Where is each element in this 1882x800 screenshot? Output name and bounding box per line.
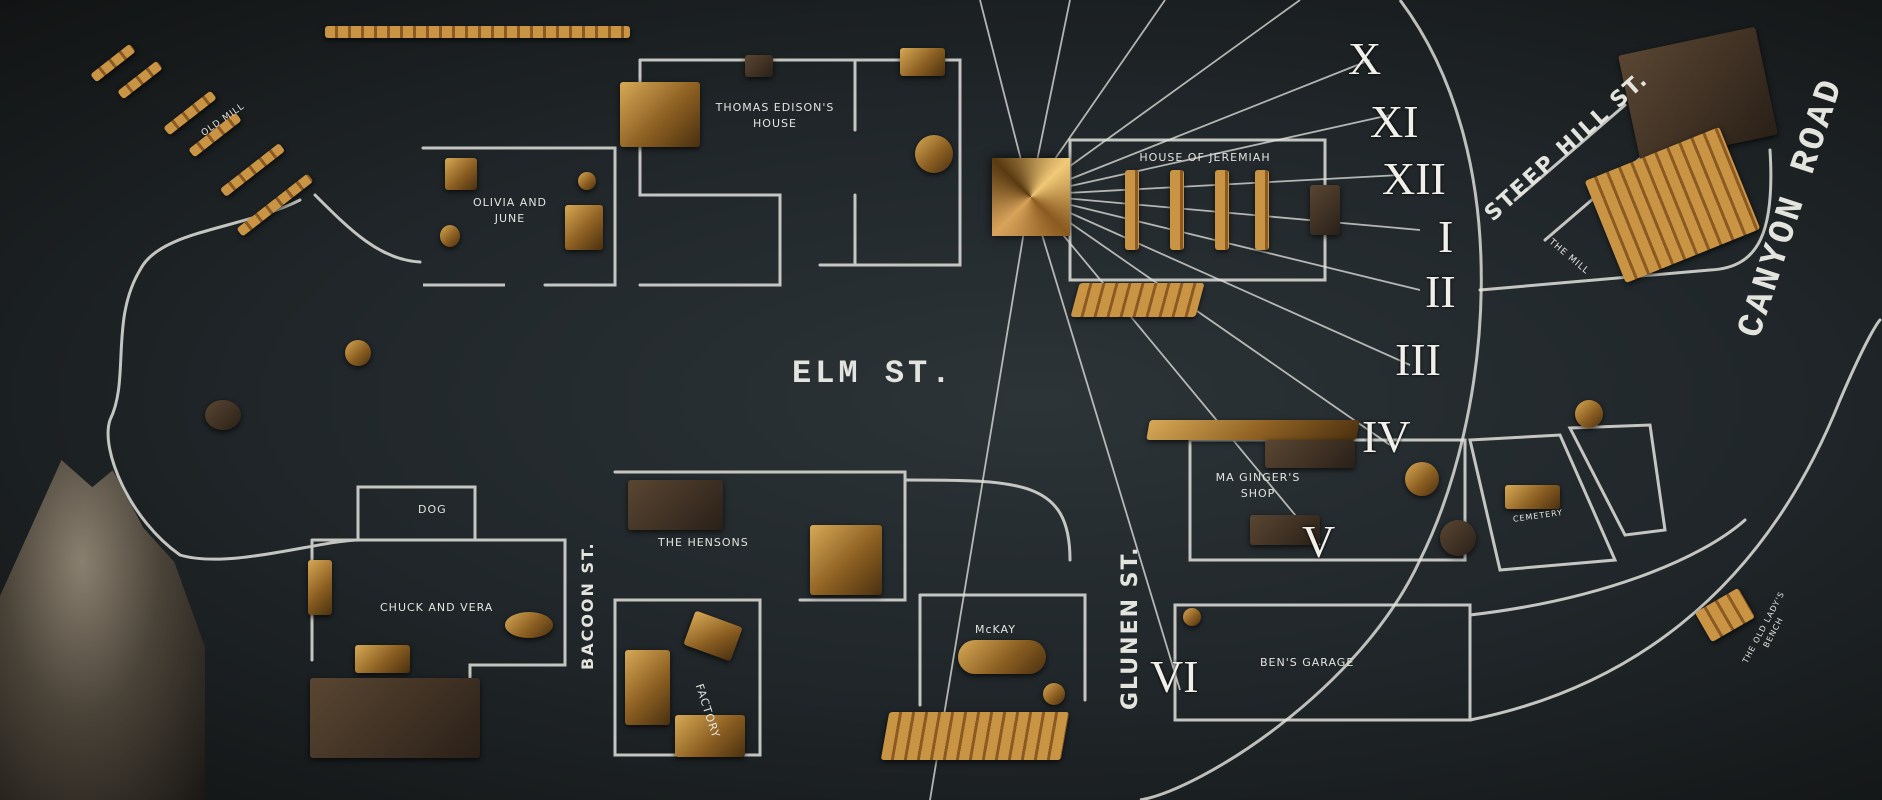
sundial-pyramid-icon [992,158,1070,236]
mckay-porch [880,712,1070,760]
sundial-numeral-ii: II [1425,266,1456,317]
mckay-stool [1043,683,1065,705]
sundial-numeral-i: I [1438,211,1454,262]
sundial-numeral-xii: XII [1382,153,1446,204]
label-edison-house: THOMAS EDISON'S HOUSE [715,101,835,130]
jeremiah-plank-4 [1255,170,1269,250]
chuck-cabinet [308,560,332,615]
sundial-numeral-iv: IV [1362,411,1411,462]
chuck-tub [505,612,553,638]
fence-top [325,26,630,38]
olivia-lantern [445,158,477,190]
ma-ginger-canopy [1146,420,1360,440]
label-mckay: McKAY [975,623,1016,636]
label-jeremiah: HOUSE OF JEREMIAH [1139,151,1271,164]
jeremiah-plank-2 [1170,170,1184,250]
sundial-numeral-x: X [1348,33,1382,84]
street-glunen: GLUNEN ST. [1118,545,1143,710]
sundial-numeral-vi: VI [1150,651,1199,702]
label-dog: DOG [418,503,447,516]
jeremiah-box [1310,185,1340,235]
sundial-numeral-xi: XI [1370,96,1419,147]
edison-props [620,82,700,147]
jeremiah-plank-1 [1125,170,1139,250]
mckay-rug [958,640,1046,674]
hensons-tv [628,480,723,530]
ma-ginger-bucket [1440,520,1476,556]
street-elm: ELM ST. [792,355,955,392]
ma-ginger-counter [1265,440,1355,468]
edison-barrel [915,135,953,173]
cemetery-stone [1575,400,1603,428]
hensons-desk [810,525,882,595]
label-ma-ginger: MA GINGER'S SHOP [1215,471,1301,500]
sundial-numeral-iii: III [1395,334,1441,385]
label-ben-garage: BEN'S GARAGE [1260,656,1355,669]
glunen-stool [1183,608,1201,626]
olivia-stool [440,225,460,247]
olivia-bowl [578,172,596,190]
label-olivia-june: OLIVIA AND JUNE [472,196,548,225]
ma-ginger-cone [1405,462,1439,496]
factory-machine-1 [625,650,670,725]
factory-crate [675,715,745,757]
label-chuck-vera: CHUCK AND VERA [380,601,494,614]
sundial-numeral-v: V [1302,516,1336,567]
olivia-chair [565,205,603,250]
chuck-workbench [310,678,480,758]
jeremiah-plank-3 [1215,170,1229,250]
chuck-bed [355,645,410,673]
ma-ginger-stove [1250,515,1320,545]
road-lamp-2 [205,400,241,430]
street-bacoon: BACOON ST. [578,541,597,670]
edison-lamp [900,48,945,76]
label-hensons: THE HENSONS [658,536,749,549]
edison-chair [745,55,773,77]
road-lamp-1 [345,340,371,366]
jeremiah-ramp [1070,283,1205,317]
cemetery-urns [1505,485,1560,509]
